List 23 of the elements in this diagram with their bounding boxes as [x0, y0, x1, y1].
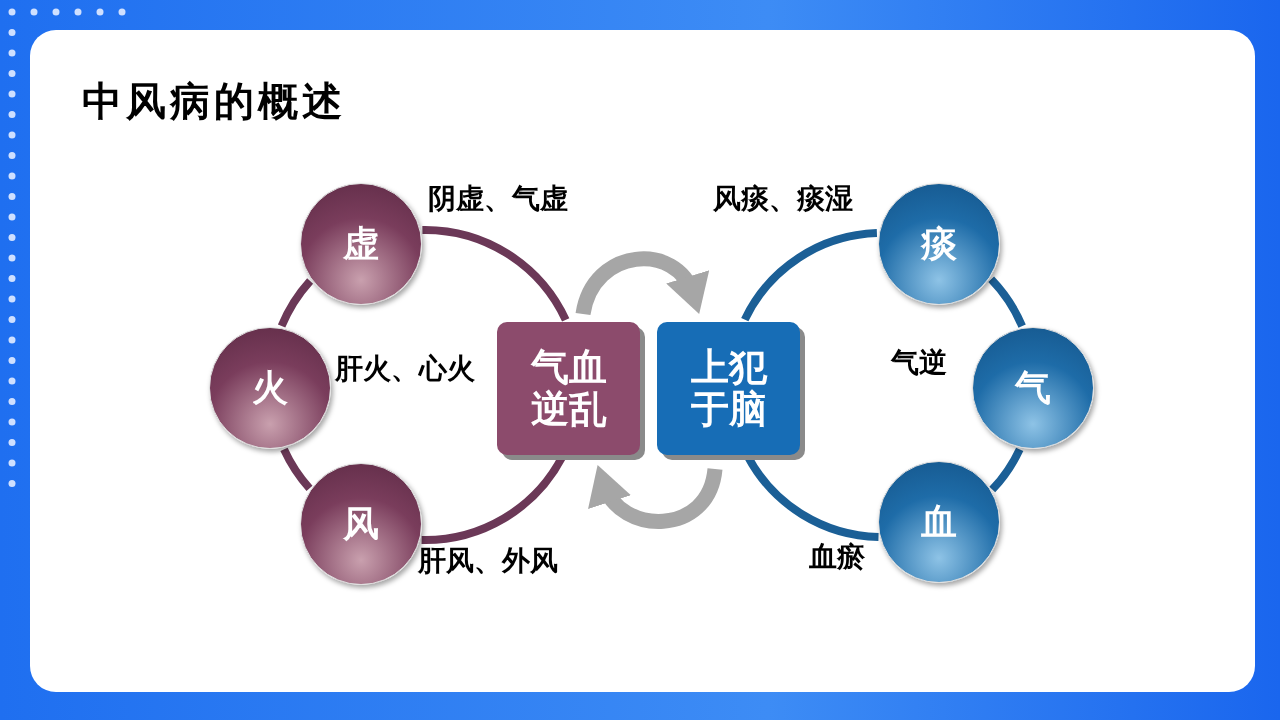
- beside-label: 气逆: [891, 345, 947, 381]
- node-label: 风: [343, 501, 379, 546]
- beside-label: 肝火、心火: [335, 351, 475, 387]
- title: 中风病的概述: [82, 77, 346, 126]
- beside-label: 阴虚、气虚: [428, 181, 568, 217]
- ring-segment: [277, 278, 314, 328]
- ring-segment: [988, 276, 1026, 328]
- node-label: 痰: [921, 221, 957, 266]
- beside-label: 肝风、外风: [418, 543, 558, 579]
- node-label: 虚: [343, 221, 379, 266]
- ring-segment: [989, 447, 1024, 493]
- ring-segment: [422, 226, 570, 322]
- curved-arrow: [591, 466, 723, 529]
- beside-label: 风痰、痰湿: [713, 181, 853, 217]
- node-label: 火: [252, 365, 288, 410]
- node-label: 上犯于脑: [689, 346, 769, 431]
- node-label: 气血逆乱: [529, 346, 608, 431]
- node-label: 血: [921, 499, 957, 544]
- ring-segment: [741, 229, 878, 322]
- ring-segment: [280, 447, 313, 491]
- node-label: 气: [1015, 365, 1051, 410]
- beside-label: 血瘀: [809, 539, 865, 575]
- curved-arrow: [575, 251, 707, 316]
